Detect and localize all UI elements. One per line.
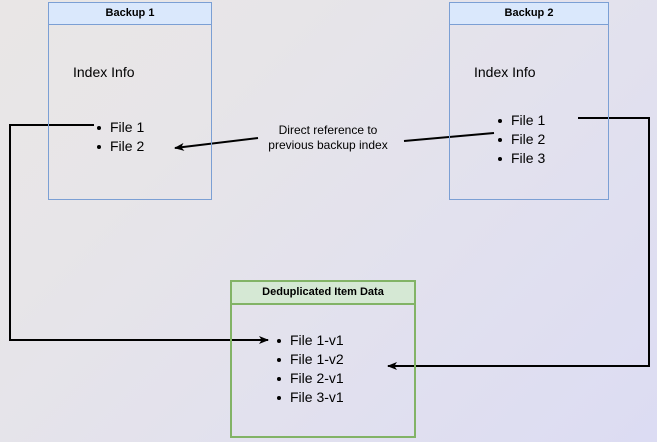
backup2-index-info-label: Index Info (474, 64, 536, 80)
list-item[interactable]: File 1 (94, 118, 144, 137)
list-item[interactable]: File 1-v2 (274, 350, 344, 369)
list-item[interactable]: File 2-v1 (274, 369, 344, 388)
dedup-file-list: File 1-v1 File 1-v2 File 2-v1 File 3-v1 (274, 331, 344, 407)
list-item[interactable]: File 2 (94, 137, 144, 156)
dedup-body: File 1-v1 File 1-v2 File 2-v1 File 3-v1 (232, 305, 414, 439)
direct-reference-annotation: Direct reference to previous backup inde… (252, 123, 404, 153)
backup2-box[interactable]: Backup 2 Index Info File 1 File 2 File 3 (449, 2, 609, 200)
list-item[interactable]: File 1 (495, 111, 545, 130)
list-item[interactable]: File 3 (495, 149, 545, 168)
list-item[interactable]: File 1-v1 (274, 331, 344, 350)
backup1-box[interactable]: Backup 1 Index Info File 1 File 2 (48, 2, 212, 200)
backup2-header: Backup 2 (450, 3, 608, 25)
backup1-body: Index Info File 1 File 2 (49, 25, 211, 200)
backup2-file-list: File 1 File 2 File 3 (495, 111, 545, 168)
backup2-body: Index Info File 1 File 2 File 3 (450, 25, 608, 200)
direct-reference-line1: Direct reference to (278, 123, 378, 137)
dedup-header: Deduplicated Item Data (232, 282, 414, 305)
deduplicated-item-data-box[interactable]: Deduplicated Item Data File 1-v1 File 1-… (230, 280, 416, 438)
backup1-header: Backup 1 (49, 3, 211, 25)
direct-reference-line2: previous backup index (268, 138, 388, 152)
backup1-index-info-label: Index Info (73, 64, 135, 80)
list-item[interactable]: File 3-v1 (274, 388, 344, 407)
list-item[interactable]: File 2 (495, 130, 545, 149)
backup1-file-list: File 1 File 2 (94, 118, 144, 156)
